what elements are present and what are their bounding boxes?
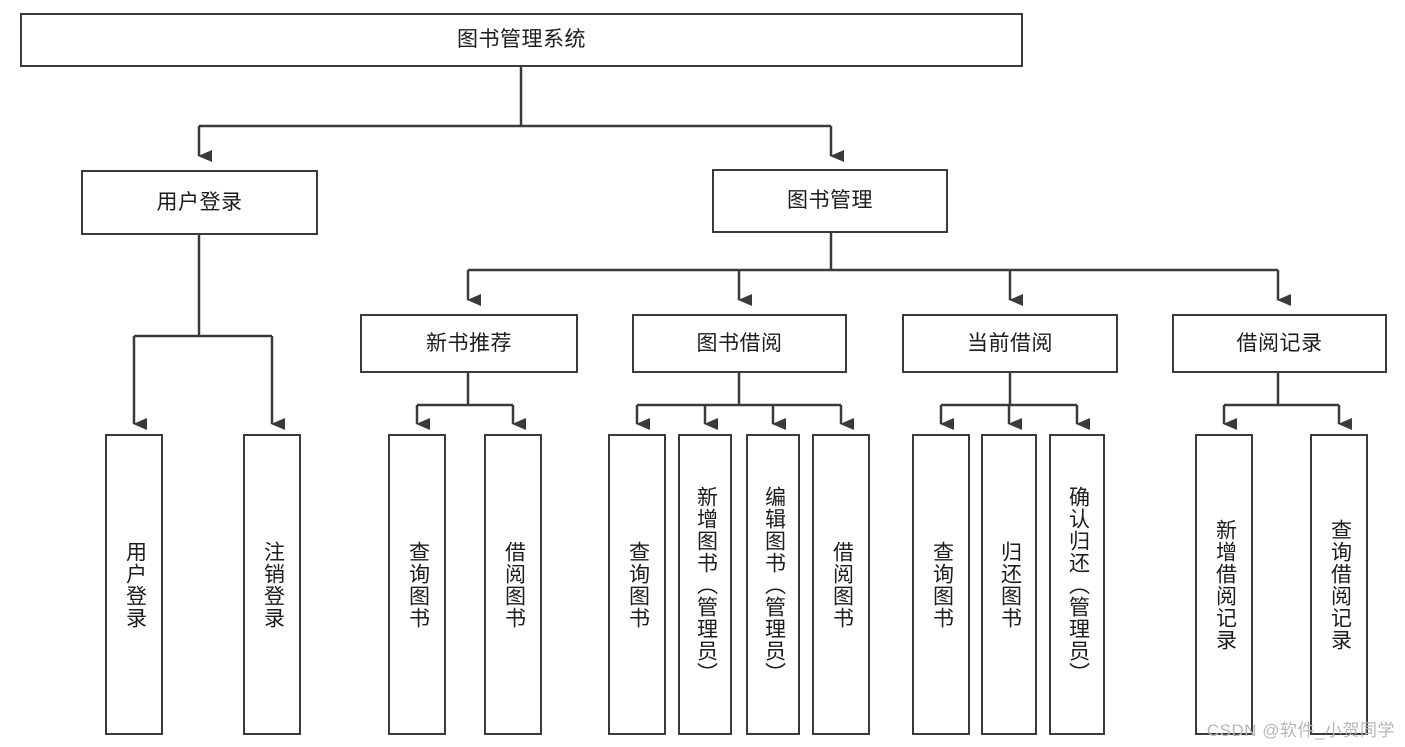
node-book-management[interactable]: 图书管理 <box>712 169 948 233</box>
node-label: 新增借阅记录 <box>1213 518 1237 651</box>
node-label: 图书管理 <box>787 189 873 213</box>
node-label: 图书管理系统 <box>457 28 586 52</box>
leaf-user-logout[interactable]: 注销登录 <box>243 434 301 735</box>
leaf-borrow-borrow-book[interactable]: 借阅图书 <box>812 434 870 735</box>
leaf-recommend-borrow-book[interactable]: 借阅图书 <box>484 434 542 735</box>
leaf-record-query-record[interactable]: 查询借阅记录 <box>1310 434 1368 735</box>
node-label: 新增图书（管理员） <box>694 485 718 684</box>
leaf-borrow-add-book-admin[interactable]: 新增图书（管理员） <box>678 434 732 735</box>
leaf-recommend-query-book[interactable]: 查询图书 <box>388 434 446 735</box>
node-book-borrow[interactable]: 图书借阅 <box>632 314 847 373</box>
node-label: 借阅图书 <box>830 540 854 629</box>
watermark-text: CSDN @软件_小贺同学 <box>1206 721 1395 740</box>
leaf-borrow-edit-book-admin[interactable]: 编辑图书（管理员） <box>746 434 800 735</box>
node-borrow-record[interactable]: 借阅记录 <box>1172 314 1387 373</box>
node-root-system[interactable]: 图书管理系统 <box>20 13 1023 67</box>
node-label: 查询图书 <box>626 540 650 629</box>
leaf-record-add-record[interactable]: 新增借阅记录 <box>1195 434 1253 735</box>
node-label: 图书借阅 <box>696 331 783 355</box>
leaf-current-query-book[interactable]: 查询图书 <box>912 434 970 735</box>
node-user-login[interactable]: 用户登录 <box>81 170 318 235</box>
leaf-borrow-query-book[interactable]: 查询图书 <box>608 434 666 735</box>
node-label: 编辑图书（管理员） <box>762 485 786 684</box>
node-label: 用户登录 <box>123 540 147 629</box>
node-label: 确认归还（管理员） <box>1066 485 1090 684</box>
node-label: 查询图书 <box>406 540 430 629</box>
node-current-borrow[interactable]: 当前借阅 <box>902 314 1118 373</box>
node-label: 用户登录 <box>156 190 243 214</box>
leaf-user-login[interactable]: 用户登录 <box>105 434 163 735</box>
node-label: 归还图书 <box>998 540 1022 629</box>
node-label: 新书推荐 <box>426 331 512 355</box>
node-label: 借阅图书 <box>502 540 526 629</box>
leaf-current-confirm-return-admin[interactable]: 确认归还（管理员） <box>1049 434 1105 735</box>
node-label: 当前借阅 <box>967 331 1053 355</box>
node-label: 注销登录 <box>261 540 285 629</box>
node-new-book-recommend[interactable]: 新书推荐 <box>360 314 578 373</box>
node-label: 查询图书 <box>930 540 954 629</box>
leaf-current-return-book[interactable]: 归还图书 <box>981 434 1037 735</box>
node-label: 查询借阅记录 <box>1328 518 1352 651</box>
node-label: 借阅记录 <box>1236 331 1323 355</box>
